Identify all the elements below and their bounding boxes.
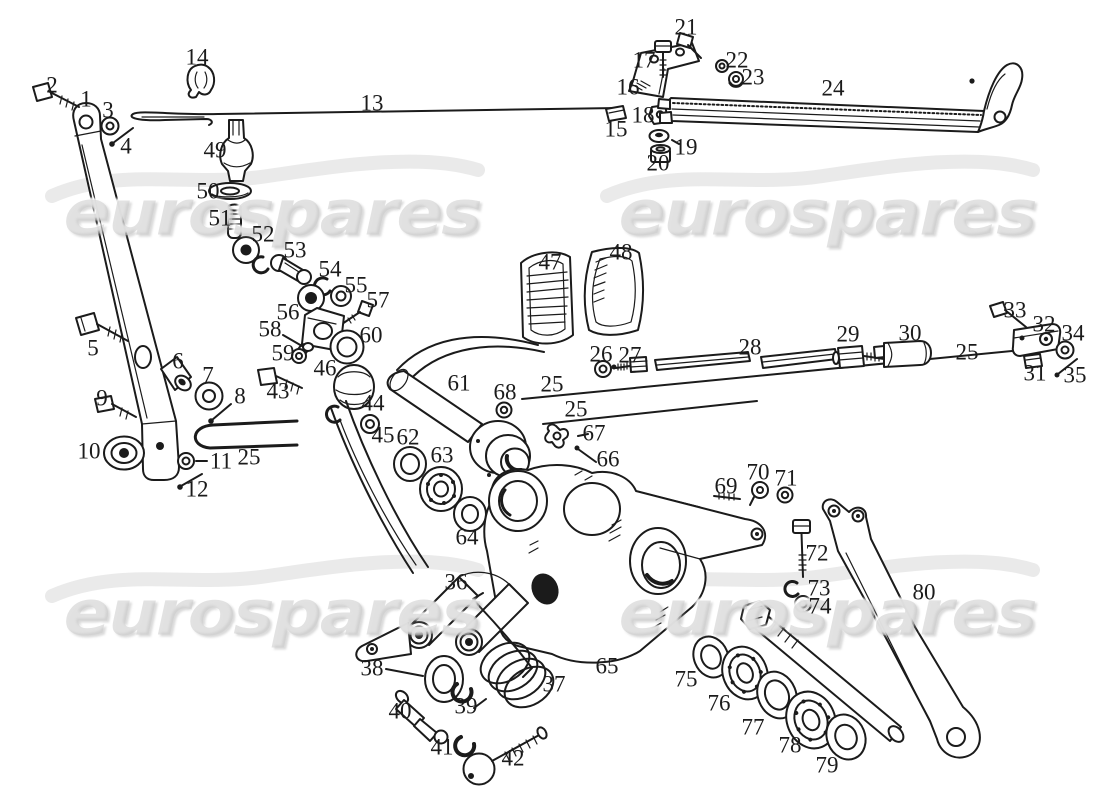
seal-64 [453, 496, 487, 532]
washer-75 [692, 635, 730, 679]
return-spring-37 [472, 592, 555, 709]
nut-68 [495, 401, 513, 419]
washer-3 [100, 116, 120, 136]
washer-11 [177, 452, 195, 470]
circlip-41 [453, 735, 477, 758]
brake-pedal-pad-47 [396, 251, 574, 383]
pedal-arm [330, 400, 429, 574]
washer-34 [1055, 340, 1075, 360]
washer-7 [194, 381, 224, 411]
bolt-21 [676, 32, 702, 59]
link-53 [270, 254, 312, 285]
cable-25 [193, 349, 1023, 450]
leader-lines [195, 139, 680, 677]
bolt-2 [32, 82, 80, 111]
threaded-end-27 [611, 356, 648, 373]
bolt-43 [257, 367, 303, 395]
shaft-hub-36 [355, 571, 529, 663]
washer-58 [302, 342, 314, 352]
shaft-rod [740, 600, 905, 743]
bolt-9 [94, 395, 137, 420]
nut-59 [291, 348, 307, 364]
bolt-57 [341, 300, 374, 325]
bolt-33 [989, 301, 1027, 328]
nut-74 [794, 595, 812, 613]
wing-clip-67 [544, 423, 570, 449]
bolt-17 [654, 40, 672, 78]
washer-22 [715, 59, 729, 73]
cone-joint-46 [333, 364, 375, 410]
bearing-63 [419, 466, 463, 512]
nut-20 [650, 144, 671, 163]
washer-79 [825, 713, 867, 761]
pedal-rubber-48 [583, 247, 645, 336]
nut-55 [330, 285, 352, 307]
cylinder-61 [386, 368, 531, 478]
bearing-76 [721, 645, 769, 701]
washer-19 [648, 129, 670, 143]
circlip-39 [450, 682, 474, 704]
split-pin-4 [109, 127, 134, 147]
seal-62 [393, 446, 427, 482]
clip-70 [749, 481, 769, 506]
clevis-32 [1011, 323, 1062, 357]
end-piece-15 [605, 105, 627, 122]
pushrod-28 [654, 348, 838, 371]
washer-50 [208, 182, 252, 200]
lever-80 [821, 498, 981, 759]
ring-60 [329, 329, 365, 365]
pin-8 [208, 403, 232, 424]
ball-eye-52 [232, 236, 270, 275]
bearing-78 [785, 690, 837, 750]
clutch-pedal-lever-1 [72, 102, 180, 481]
bushing-10 [103, 435, 145, 471]
throttle-rod-13 [130, 107, 619, 126]
pin-51 [227, 203, 242, 239]
nut-71 [776, 486, 794, 504]
split-pin-35 [1054, 358, 1078, 378]
washer-73 [783, 579, 800, 598]
washer-23 [728, 71, 744, 88]
nut-45 [360, 414, 380, 434]
grommet-49 [219, 119, 254, 182]
block-31 [1023, 353, 1043, 369]
pedal-box-65 [483, 463, 767, 664]
bushing-6 [160, 356, 192, 392]
ball-bolt-42 [462, 726, 548, 786]
accelerator-pedal-24 [657, 62, 1024, 133]
cable-clip-14 [186, 63, 216, 99]
pin-66 [574, 445, 597, 463]
bushing-38 [424, 655, 464, 703]
clevis-pin-40 [394, 689, 449, 745]
pin-69 [713, 492, 741, 501]
nut-26 [594, 360, 612, 378]
pin-12 [177, 473, 203, 490]
bolt-72 [792, 519, 811, 578]
cylinder-30 [873, 340, 932, 368]
bolt-5 [75, 312, 129, 343]
